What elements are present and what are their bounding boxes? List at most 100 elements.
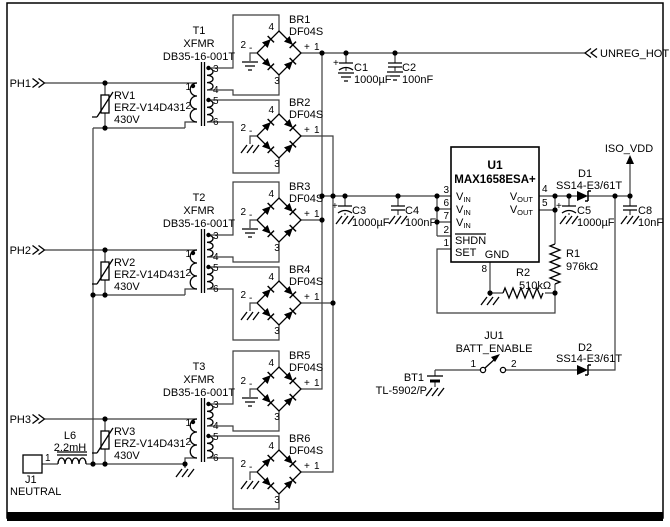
t1-part: DB35-16-001T bbox=[163, 51, 235, 63]
input-ph1: PH1 bbox=[10, 77, 46, 90]
ph3-label: PH3 bbox=[10, 414, 31, 426]
battery-bt1: BT1 TL-5902/P bbox=[376, 370, 445, 397]
br4-part: DF04S bbox=[289, 276, 323, 288]
t2-pin3: 3 bbox=[213, 231, 219, 242]
capacitor-icon bbox=[387, 62, 403, 68]
c4-ref: C4 bbox=[405, 205, 419, 217]
br1-pin3: 3 bbox=[274, 76, 280, 87]
d1-part: SS14-E3/61T bbox=[556, 180, 622, 192]
br1-pin2: 2 bbox=[240, 40, 246, 51]
l6-ref: L6 bbox=[64, 430, 76, 442]
br5-pin4: 4 bbox=[268, 358, 274, 369]
ju1-pin2: 2 bbox=[511, 359, 517, 370]
br6-part: DF04S bbox=[289, 445, 323, 457]
ground-icon bbox=[241, 228, 259, 238]
br3-pin1: 1 bbox=[314, 209, 320, 220]
rv1-part: ERZ-V14D431 bbox=[114, 102, 186, 114]
u1-vout2-label: VOUT bbox=[510, 204, 534, 217]
ground-icon bbox=[240, 480, 260, 490]
l6-value: 2.2mH bbox=[54, 442, 86, 454]
rv1-rating: 430V bbox=[114, 114, 140, 126]
bridge-br3: BR3 DF04S 4 3 2 - + 1 bbox=[240, 181, 323, 254]
u1-vin1-label: VIN bbox=[456, 191, 471, 204]
rv2-part: ERZ-V14D431 bbox=[114, 269, 186, 281]
t3-pin2: 2 bbox=[185, 437, 191, 448]
c1-value: 1000µF bbox=[354, 74, 392, 86]
br6-plus: + bbox=[304, 461, 310, 472]
junction-dots bbox=[319, 50, 633, 306]
resistor-r2: R2 510kΩ bbox=[502, 267, 551, 300]
t3-pin5: 5 bbox=[213, 432, 219, 443]
t2-pin5: 5 bbox=[213, 263, 219, 274]
t1-type: XFMR bbox=[183, 38, 214, 50]
ground-icon bbox=[337, 72, 355, 82]
u1-pin5: 5 bbox=[542, 198, 548, 209]
t1-pin6: 6 bbox=[213, 117, 219, 128]
ground-icon bbox=[480, 296, 500, 306]
br2-pin1: 1 bbox=[314, 125, 320, 136]
br5-pin2: 2 bbox=[240, 376, 246, 387]
rv2-rating: 430V bbox=[114, 281, 140, 293]
t3-part: DB35-16-001T bbox=[163, 387, 235, 399]
varistor-rv1: RV1 ERZ-V14D431 430V bbox=[92, 90, 186, 126]
section-phase3: T3 XFMR DB35-16-001T 1 2 3 4 5 6 RV3 ERZ… bbox=[10, 350, 323, 510]
neutral-label: NEUTRAL bbox=[10, 486, 61, 498]
c2-ref: C2 bbox=[402, 62, 416, 74]
br5-ref: BR5 bbox=[289, 350, 310, 362]
ground-icon bbox=[240, 144, 260, 154]
resistor-r1: R1 976kΩ bbox=[548, 243, 598, 285]
capacitor-icon bbox=[622, 205, 638, 211]
bridge-br2: BR2 DF04S 4 3 2 - + 1 bbox=[240, 97, 323, 170]
t2-pin2: 2 bbox=[185, 268, 191, 279]
ph2-port-icon bbox=[31, 244, 40, 256]
iso-vdd-label: ISO_VDD bbox=[605, 143, 653, 155]
ph2-label: PH2 bbox=[10, 245, 31, 257]
ju1-ref: JU1 bbox=[484, 330, 504, 342]
u1-gnd-label: GND bbox=[485, 249, 510, 261]
u1-part: MAX1658ESA+ bbox=[454, 174, 536, 186]
t1-ref: T1 bbox=[193, 25, 206, 37]
br6-pin3: 3 bbox=[274, 495, 280, 506]
r1-value: 976kΩ bbox=[566, 261, 598, 273]
br3-pin3: 3 bbox=[274, 243, 280, 254]
br4-pin2: 2 bbox=[240, 290, 246, 301]
u1-pin2: 2 bbox=[443, 225, 449, 236]
c8-value: 10nF bbox=[638, 217, 663, 229]
br1-part: DF04S bbox=[289, 26, 323, 38]
ground-icon bbox=[240, 311, 260, 321]
u1-pin4: 4 bbox=[542, 184, 548, 195]
t2-pin6: 6 bbox=[213, 284, 219, 295]
br5-part: DF04S bbox=[289, 362, 323, 374]
polarized-capacitor-icon bbox=[337, 205, 353, 214]
c1-ref: C1 bbox=[354, 62, 368, 74]
t3-pin1: 1 bbox=[185, 418, 191, 429]
br4-minus: - bbox=[249, 293, 252, 304]
varistor-rv3: RV3 ERZ-V14D431 430V bbox=[92, 426, 186, 462]
bt1-part: TL-5902/P bbox=[376, 385, 427, 397]
br6-pin1: 1 bbox=[314, 461, 320, 472]
r2-value: 510kΩ bbox=[519, 280, 551, 292]
u1-vout1-label: VOUT bbox=[510, 191, 534, 204]
br6-pin2: 2 bbox=[240, 459, 246, 470]
ph1-label: PH1 bbox=[10, 78, 31, 90]
br3-part: DF04S bbox=[289, 193, 323, 205]
ground-icon bbox=[559, 215, 579, 225]
ground-icon bbox=[241, 61, 259, 71]
c3-ref: C3 bbox=[352, 205, 366, 217]
output-unreg-hot: UNREG_HOT bbox=[584, 47, 669, 60]
switch-arrow-icon bbox=[491, 354, 500, 362]
br2-part: DF04S bbox=[289, 109, 323, 121]
br6-minus: - bbox=[249, 462, 252, 473]
c2-value: 100nF bbox=[402, 74, 433, 86]
br2-pin4: 4 bbox=[268, 105, 274, 116]
bridge-br1: BR1 DF04S 4 3 2 - + 1 bbox=[240, 14, 323, 87]
u1-pin3: 3 bbox=[443, 185, 449, 196]
ju1-pin1: 1 bbox=[470, 359, 476, 370]
u1-ref: U1 bbox=[487, 158, 503, 172]
diode-d1: D1 SS14-E3/61T bbox=[556, 168, 622, 202]
r2-ref: R2 bbox=[516, 267, 530, 279]
polarized-capacitor-icon bbox=[561, 205, 577, 214]
t2-pin4: 4 bbox=[213, 252, 219, 263]
r1-ref: R1 bbox=[566, 248, 580, 260]
